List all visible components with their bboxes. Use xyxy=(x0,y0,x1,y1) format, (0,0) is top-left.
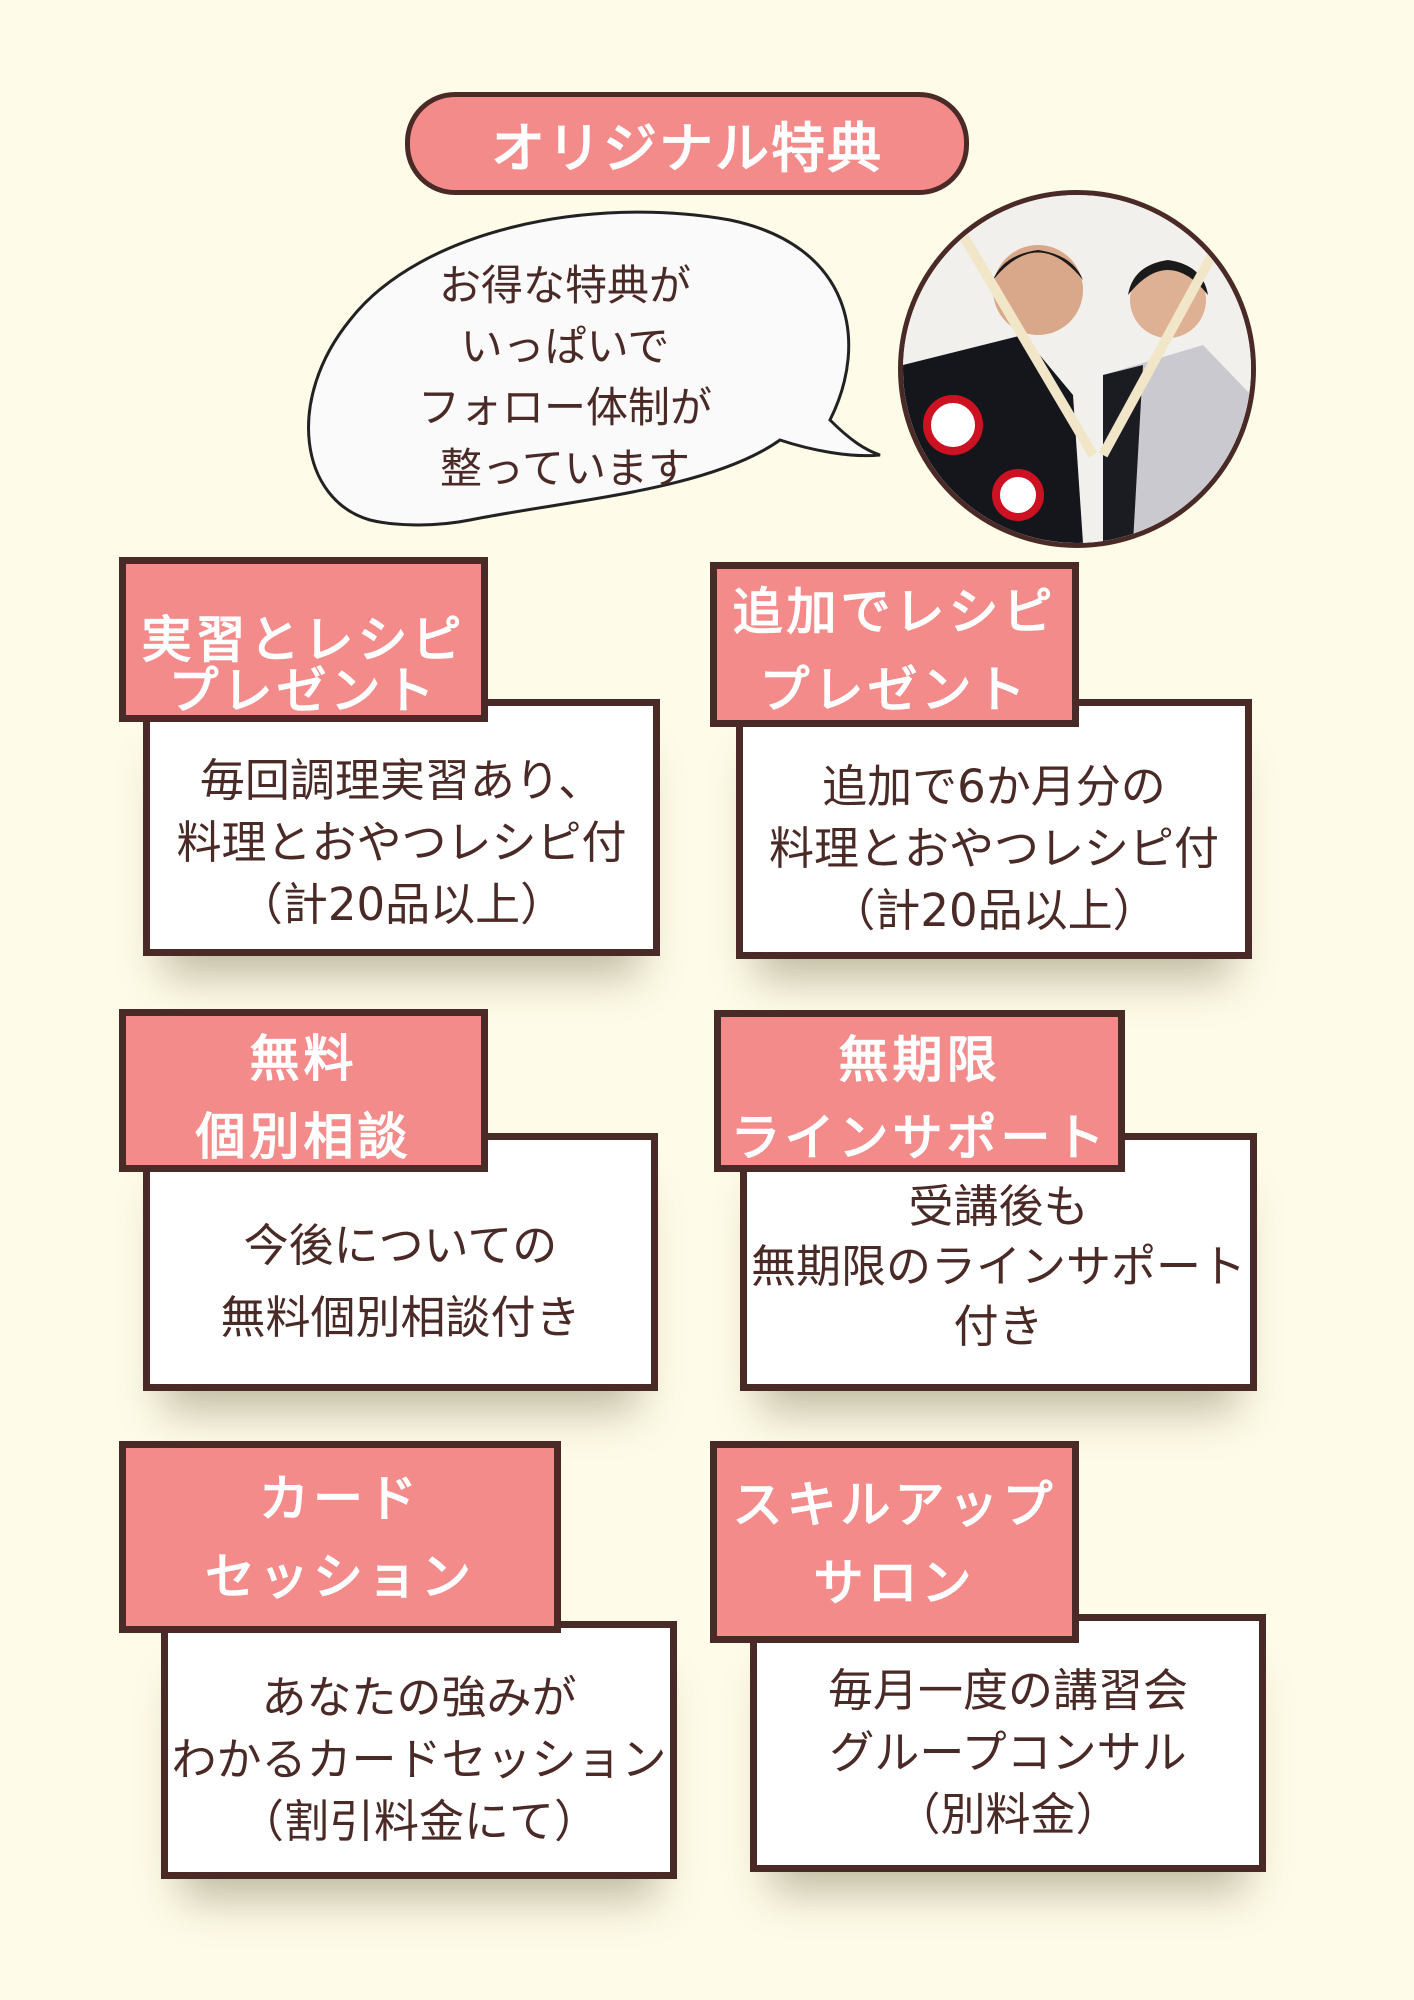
benefit-card-recipe-present: 毎回調理実習あり、料理とおやつレシピ付 （計20品以上） xyxy=(143,699,660,956)
body-line: 無期限のラインサポート xyxy=(750,1240,1246,1293)
body-line: 毎月一度の講習会 xyxy=(827,1664,1188,1717)
body-line: あなたの強みが xyxy=(261,1671,577,1724)
body-line: 付き xyxy=(953,1300,1044,1353)
speech-bubble xyxy=(307,210,881,527)
label-line: サロン xyxy=(813,1554,976,1612)
label-line: 実習とレシピ xyxy=(141,610,466,669)
label-line: カード xyxy=(259,1470,421,1528)
body-line: 追加で6か月分の xyxy=(822,760,1166,813)
body-line: 料理とおやつレシピ付 xyxy=(176,815,627,869)
body-line: 無料個別相談付き xyxy=(220,1291,581,1344)
body-line: 今後についての xyxy=(243,1219,558,1272)
benefit-card-line-support: 受講後も無期限のラインサポート付き xyxy=(740,1133,1257,1391)
body-line: （割引料金にて） xyxy=(238,1795,599,1848)
label-line: 追加でレシピ xyxy=(732,583,1057,641)
label-line: プレゼント xyxy=(168,662,439,720)
page-title: オリジナル特典 xyxy=(405,92,969,195)
benefit-label-recipe-present: 実習とレシピ プレゼント xyxy=(119,557,488,722)
speech-bubble-text: お得な特典が いっぱいで フォロー体制が 整っています xyxy=(330,255,800,499)
body-line: 毎回調理実習あり、 xyxy=(199,753,604,807)
label-line: 無期限 xyxy=(838,1031,1001,1089)
benefit-label-additional-recipe: 追加でレシピ プレゼント xyxy=(710,562,1079,727)
body-line: 受講後も xyxy=(908,1180,1089,1233)
label-line: 無料 xyxy=(249,1030,358,1088)
benefit-card-skillup-salon: 毎月一度の講習会グループコンサル （別料金） xyxy=(750,1614,1266,1872)
label-line: プレゼント xyxy=(759,661,1030,719)
bubble-line: いっぱいで xyxy=(460,322,670,371)
label-line: 個別相談 xyxy=(195,1108,412,1166)
children-cooking-photo xyxy=(898,190,1256,548)
label-line: スキルアップ xyxy=(732,1476,1057,1534)
benefit-label-free-consultation: 無料 個別相談 xyxy=(119,1009,488,1172)
body-line: わかるカードセッション xyxy=(171,1733,667,1786)
bubble-line: 整っています xyxy=(440,444,690,493)
bubble-line: お得な特典が xyxy=(438,261,691,310)
bubble-line: フォロー体制が xyxy=(417,383,712,432)
benefit-label-skillup-salon: スキルアップ サロン xyxy=(710,1441,1079,1643)
benefit-label-line-support: 無期限 ラインサポート xyxy=(714,1010,1125,1172)
body-line: 料理とおやつレシピ付 xyxy=(768,822,1219,875)
label-line: セッション xyxy=(205,1548,475,1606)
benefit-card-additional-recipe: 追加で6か月分の料理とおやつレシピ付 （計20品以上） xyxy=(736,699,1252,959)
body-line: グループコンサル xyxy=(829,1726,1187,1779)
label-line: ラインサポート xyxy=(730,1109,1109,1167)
body-line: （計20品以上） xyxy=(830,884,1158,937)
benefit-label-card-session: カード セッション xyxy=(119,1441,561,1633)
body-line: （計20品以上） xyxy=(237,877,566,931)
body-line: （別料金） xyxy=(895,1788,1121,1841)
benefit-card-card-session: あなたの強みがわかるカードセッション （割引料金にて） xyxy=(161,1621,677,1879)
